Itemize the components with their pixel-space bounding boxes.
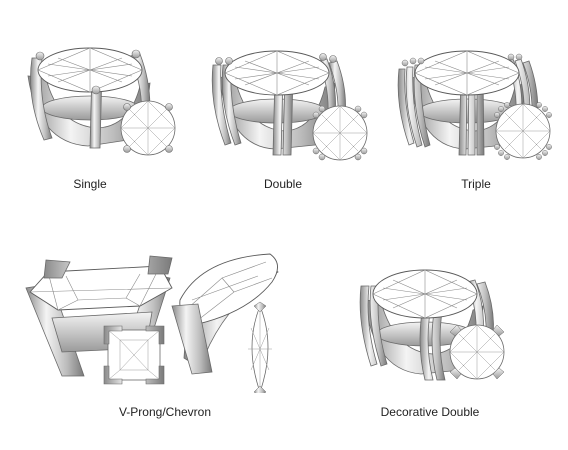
v-prong-chevron-setting-icon — [25, 253, 279, 393]
triple-prong-setting — [395, 35, 560, 165]
setting-label-single: Single — [73, 177, 107, 191]
double-prong-setting — [205, 35, 380, 165]
setting-label-v-prong-chevron: V-Prong/Chevron — [118, 405, 212, 419]
setting-label-triple: Triple — [461, 177, 491, 191]
setting-label-decorative-double: Decorative Double — [380, 405, 480, 419]
single-prong-setting — [18, 28, 188, 163]
triple-prong-setting-icon — [397, 50, 552, 160]
decorative-double-prong-setting-icon — [359, 269, 505, 381]
single-prong-setting-icon — [27, 47, 176, 156]
decorative-double-prong-setting — [355, 250, 530, 390]
setting-label-double: Double — [263, 177, 303, 191]
double-prong-setting-icon — [211, 50, 368, 161]
v-prong-chevron-setting — [22, 248, 292, 393]
